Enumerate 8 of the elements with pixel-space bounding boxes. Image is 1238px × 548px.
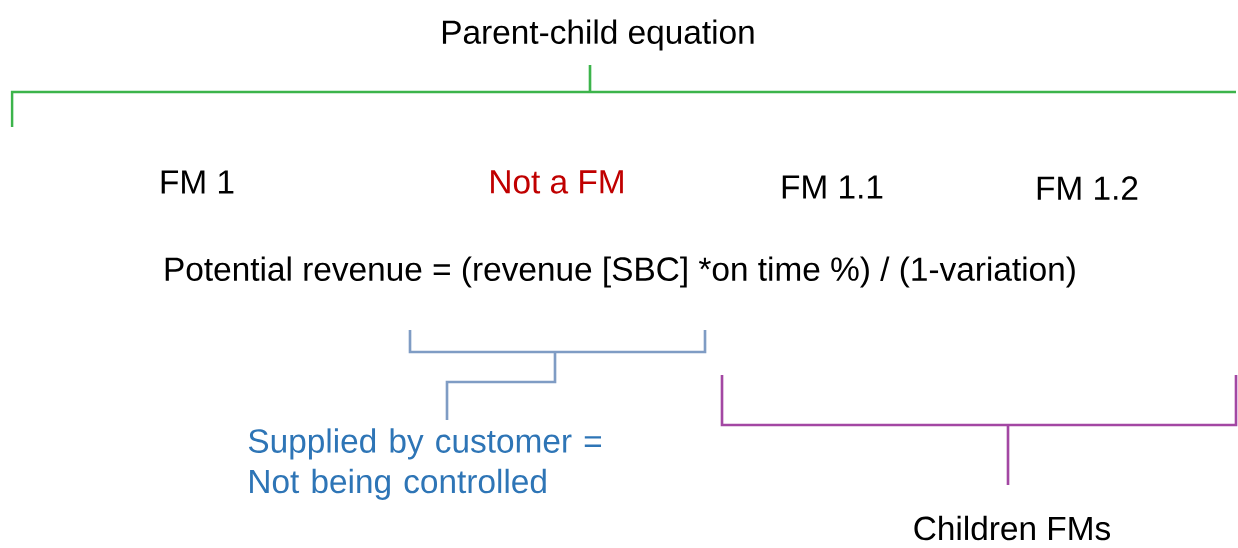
heading: Parent-child equation [442,19,754,51]
term-label: Not a FM [491,170,623,194]
term-label: FM 1.1 [782,175,883,199]
term-label: FM 1.2 [1037,176,1138,200]
term-label: FM 1 [161,170,234,194]
term-label: Children FMs [914,515,1110,541]
note: Supplied by customer = Not being controlled [248,428,601,500]
equation: Potential revenue = (revenue [SBC] *on time %) / (1-variation) [165,256,1075,288]
